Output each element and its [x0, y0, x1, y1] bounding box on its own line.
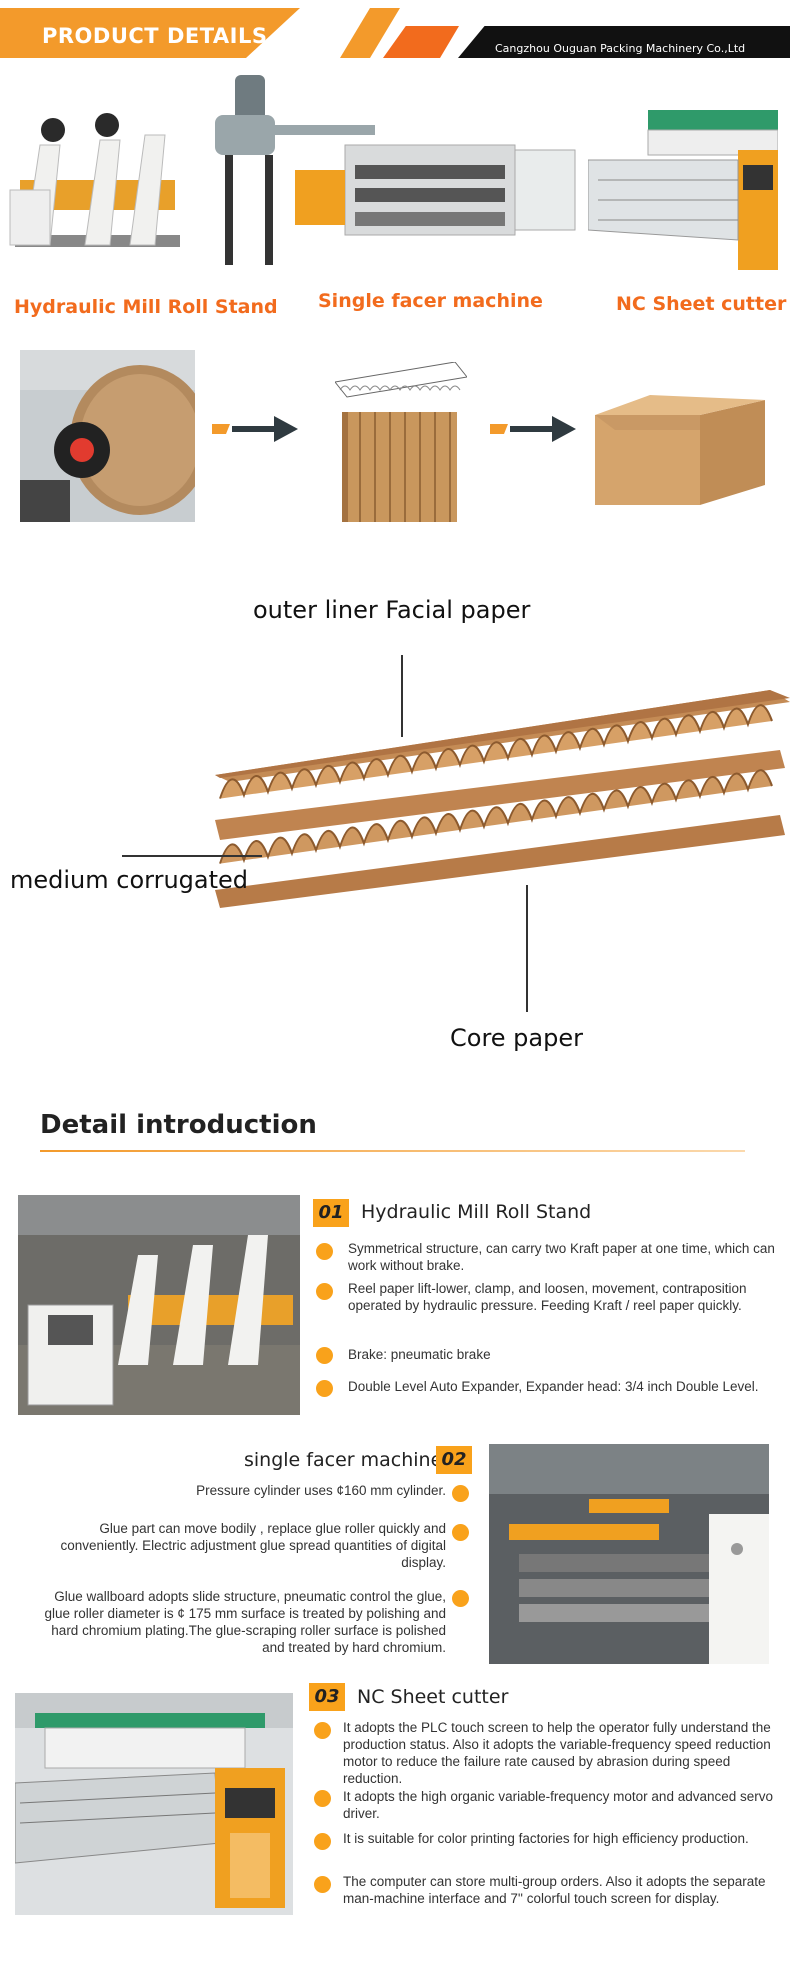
bullet-dot [316, 1283, 333, 1300]
label-outer-liner: outer liner Facial paper [253, 596, 531, 624]
pointer-line [401, 655, 403, 737]
bullet-text: Glue wallboard adopts slide structure, p… [44, 1589, 446, 1655]
pointer-line-3 [526, 885, 528, 1012]
section-underline [40, 1150, 745, 1152]
bullet-text: Pressure cylinder uses ¢160 mm cylinder. [196, 1483, 446, 1498]
label-medium-corrugated: medium corrugated [10, 866, 249, 894]
page-title: PRODUCT DETAILS [42, 24, 268, 48]
sheet-cutter-detail-image [15, 1693, 293, 1915]
item-number-badge: 01 [313, 1199, 349, 1227]
bullet-text: Glue part can move bodily , replace glue… [60, 1521, 446, 1570]
pointer-line-2 [122, 855, 262, 857]
item-number-badge: 02 [436, 1446, 472, 1474]
item-title-single-facer: single facer machine [244, 1449, 443, 1471]
bullet-text: It adopts the high organic variable-freq… [343, 1789, 774, 1821]
bullet-dot [316, 1243, 333, 1260]
single-facer-detail-image [489, 1444, 769, 1664]
corrugated-sheet-image [335, 362, 467, 522]
header-decor-slash-2 [383, 26, 459, 58]
section-title: Detail introduction [40, 1110, 317, 1140]
item-number-badge: 03 [309, 1683, 345, 1711]
bullet-text: It is suitable for color printing factor… [343, 1831, 749, 1846]
machine-label-mill-roll: Hydraulic Mill Roll Stand [14, 296, 278, 318]
bullet-text: Symmetrical structure, can carry two Kra… [348, 1241, 775, 1273]
bullet-text: Brake: pneumatic brake [348, 1347, 491, 1362]
bullet-dot [314, 1833, 331, 1850]
bullet-dot [314, 1790, 331, 1807]
bullet-text: Reel paper lift-lower, clamp, and loosen… [348, 1281, 747, 1313]
machine-label-single-facer: Single facer machine [318, 290, 543, 312]
single-facer-image [215, 75, 576, 265]
arrow-right-icon [212, 416, 298, 442]
header-banner [0, 8, 300, 58]
bullet-dot [316, 1380, 333, 1397]
mill-roll-stand-image [9, 113, 180, 247]
paper-roll-image [20, 350, 195, 522]
header-company-bar [458, 26, 790, 58]
corrugated-board-diagram [215, 690, 790, 908]
mill-roll-stand-detail-image [18, 1195, 300, 1415]
company-name: Cangzhou Ouguan Packing Machinery Co.,Lt… [495, 42, 746, 55]
bullet-dot [452, 1485, 469, 1502]
carton-box-image [595, 395, 765, 505]
item-title-sheet-cutter: NC Sheet cutter [357, 1686, 509, 1708]
bullet-dot [314, 1876, 331, 1893]
label-core-paper: Core paper [450, 1024, 583, 1052]
arrow-right-icon-2 [490, 416, 576, 442]
bullet-dot [314, 1722, 331, 1739]
bullet-dot [452, 1590, 469, 1607]
sheet-cutter-image [588, 110, 778, 270]
machine-label-sheet-cutter: NC Sheet cutter [616, 293, 787, 315]
bullet-text: The computer can store multi-group order… [343, 1874, 766, 1906]
bullet-text: Double Level Auto Expander, Expander hea… [348, 1379, 759, 1394]
bullet-text: It adopts the PLC touch screen to help t… [343, 1720, 771, 1786]
item-title-mill-roll: Hydraulic Mill Roll Stand [361, 1201, 592, 1223]
bullet-dot [316, 1347, 333, 1364]
bullet-dot [452, 1524, 469, 1541]
